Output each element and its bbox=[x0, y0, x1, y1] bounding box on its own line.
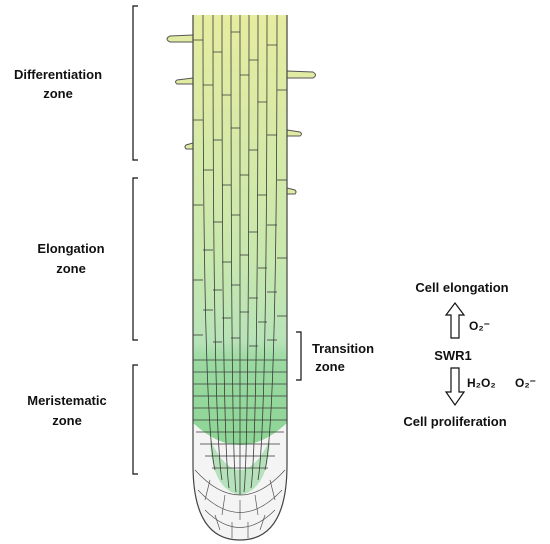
swr1-label: SWR1 bbox=[434, 348, 472, 363]
root-hair bbox=[286, 187, 297, 195]
pathway: Cell elongation O₂⁻ SWR1 H₂O₂ O₂⁻ Cell p… bbox=[403, 280, 536, 429]
label-meristematic-2: zone bbox=[52, 413, 82, 428]
root-hair bbox=[166, 34, 194, 43]
down-h2o2-label: H₂O₂ bbox=[467, 376, 496, 390]
arrow-up bbox=[444, 302, 466, 339]
cell-elongation-label: Cell elongation bbox=[415, 280, 508, 295]
root-hair bbox=[286, 129, 302, 137]
root-cap-cells bbox=[194, 469, 286, 538]
label-transition-2: zone bbox=[315, 359, 345, 374]
root-outline bbox=[192, 15, 288, 541]
bracket-meristematic bbox=[132, 364, 138, 475]
down-o2-label: O₂⁻ bbox=[515, 376, 536, 390]
root-hair bbox=[184, 142, 194, 150]
label-differentiation-2: zone bbox=[43, 86, 73, 101]
root-hair bbox=[286, 70, 316, 79]
bracket-elongation bbox=[132, 177, 138, 341]
label-elongation-1: Elongation bbox=[37, 241, 104, 256]
meristem-core bbox=[210, 440, 270, 495]
bracket-differentiation bbox=[132, 5, 138, 161]
cell-walls-upper bbox=[193, 31, 287, 347]
up-o2-label: O₂⁻ bbox=[469, 319, 490, 333]
bracket-transition bbox=[296, 331, 302, 381]
root-hair bbox=[175, 77, 194, 85]
label-transition-1: Transition bbox=[312, 341, 374, 356]
arrow-down bbox=[444, 367, 466, 407]
root-body bbox=[192, 15, 288, 541]
label-meristematic-1: Meristematic bbox=[27, 393, 106, 408]
cell-walls-meristem bbox=[193, 359, 287, 469]
zone-labels: Differentiation zone Elongation zone Tra… bbox=[14, 67, 374, 428]
cell-proliferation-label: Cell proliferation bbox=[403, 414, 506, 429]
root-hairs bbox=[166, 34, 316, 195]
label-differentiation-1: Differentiation bbox=[14, 67, 102, 82]
label-elongation-2: zone bbox=[56, 261, 86, 276]
zone-brackets bbox=[132, 5, 302, 475]
